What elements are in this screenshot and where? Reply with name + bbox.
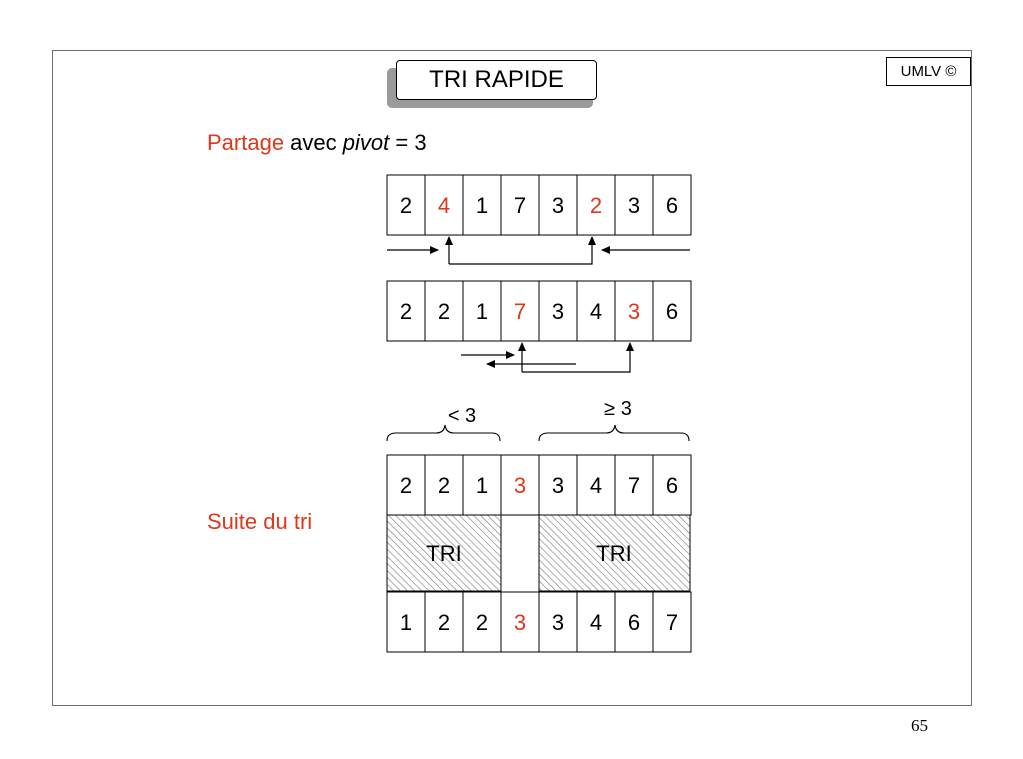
- array-cell: [538, 174, 578, 236]
- array-cell: [652, 454, 692, 516]
- partage-middle: avec: [284, 130, 343, 155]
- array-cell: [500, 174, 540, 236]
- swap-arrow-right-2: [522, 342, 634, 373]
- array-cell: [386, 280, 426, 342]
- array-cell: [500, 454, 540, 516]
- array-cell-value: 1: [476, 299, 488, 324]
- array-cell-value: 3: [552, 610, 564, 635]
- tri-box-left: [386, 514, 502, 592]
- array-cell: [614, 174, 654, 236]
- array-cell-value: 4: [590, 610, 602, 635]
- tri-label-left: TRI: [426, 541, 461, 566]
- array-cell: [576, 454, 616, 516]
- swap-arrow-right: [449, 236, 596, 265]
- page-number: 65: [911, 716, 928, 735]
- array-cell: [462, 591, 502, 653]
- array-cell-value: 2: [400, 473, 412, 498]
- array-cell: [652, 280, 692, 342]
- array-cell-value: 3: [514, 473, 526, 498]
- umlv-badge: UMLV ©: [886, 57, 971, 86]
- array-cell: [424, 174, 464, 236]
- tri-boxes: TRI TRI: [386, 514, 691, 592]
- array-cell-value: 3: [552, 299, 564, 324]
- brace-right-label: ≥ 3: [604, 398, 632, 420]
- array-cell-value: 1: [476, 473, 488, 498]
- array-cell-value: 2: [438, 610, 450, 635]
- scan-arrows-2: [461, 342, 634, 373]
- array-row-after-swap: 2 2 1 7 3 4 3 6: [386, 280, 692, 342]
- partage-tail: = 3: [389, 130, 427, 155]
- array-cell: [424, 454, 464, 516]
- array-cell-value: 3: [628, 193, 640, 218]
- array-cell: [614, 591, 654, 653]
- array-cell-value: 6: [666, 193, 678, 218]
- tri-box-right: [538, 514, 691, 592]
- array-cell: [386, 454, 426, 516]
- array-cell: [538, 591, 578, 653]
- array-cell: [500, 591, 540, 653]
- brace-less-than: [386, 424, 501, 442]
- array-cell-value: 3: [552, 193, 564, 218]
- braces: [386, 424, 690, 442]
- array-cell: [386, 591, 426, 653]
- array-cell: [576, 174, 616, 236]
- partage-heading: Partage avec pivot = 3: [207, 130, 427, 156]
- array-row-sorted: 1 2 2 3 3 4 6 7: [386, 591, 692, 653]
- array-cell-value: 1: [400, 610, 412, 635]
- tri-label-right: TRI: [596, 541, 631, 566]
- array-cell: [652, 174, 692, 236]
- array-cell: [386, 174, 426, 236]
- array-cell: [652, 591, 692, 653]
- array-cell-value: 3: [552, 473, 564, 498]
- suite-du-tri-label: Suite du tri: [207, 509, 313, 534]
- array-row-initial: 2 4 1 7 3 2 3 6: [386, 174, 692, 236]
- array-cell-value: 4: [590, 473, 602, 498]
- array-cell-value: 3: [628, 299, 640, 324]
- array-cell-value: 7: [514, 193, 526, 218]
- array-cell: [462, 280, 502, 342]
- array-cell: [424, 591, 464, 653]
- array-cell-value: 6: [666, 299, 678, 324]
- array-cell-value: 2: [400, 193, 412, 218]
- array-cell-value: 2: [590, 193, 602, 218]
- array-cell-value: 1: [476, 193, 488, 218]
- array-cell-value: 2: [438, 473, 450, 498]
- brace-left-label: < 3: [448, 405, 476, 427]
- array-cell-value: 2: [400, 299, 412, 324]
- array-cell-value: 3: [514, 610, 526, 635]
- array-cell-value: 4: [438, 193, 450, 218]
- array-cell: [500, 280, 540, 342]
- array-row-partitioned: 2 2 1 3 3 4 7 6: [386, 454, 692, 516]
- array-cell: [614, 280, 654, 342]
- partage-keyword: Partage: [207, 130, 285, 155]
- pivot-word: pivot: [342, 130, 390, 155]
- array-cell: [576, 591, 616, 653]
- array-cell: [424, 280, 464, 342]
- brace-greater-equal: [538, 424, 690, 442]
- array-cell: [538, 280, 578, 342]
- slide-title: TRI RAPIDE: [396, 60, 597, 100]
- array-cell: [576, 280, 616, 342]
- array-cell-value: 4: [590, 299, 602, 324]
- array-cell-value: 2: [438, 299, 450, 324]
- array-cell-value: 2: [476, 610, 488, 635]
- array-cell-value: 7: [514, 299, 526, 324]
- array-cell-value: 7: [666, 610, 678, 635]
- array-cell-value: 7: [628, 473, 640, 498]
- slide-frame: [52, 50, 972, 706]
- array-cell-value: 6: [628, 610, 640, 635]
- scan-arrows-1: [387, 236, 690, 265]
- array-cell-value: 6: [666, 473, 678, 498]
- array-cell: [462, 454, 502, 516]
